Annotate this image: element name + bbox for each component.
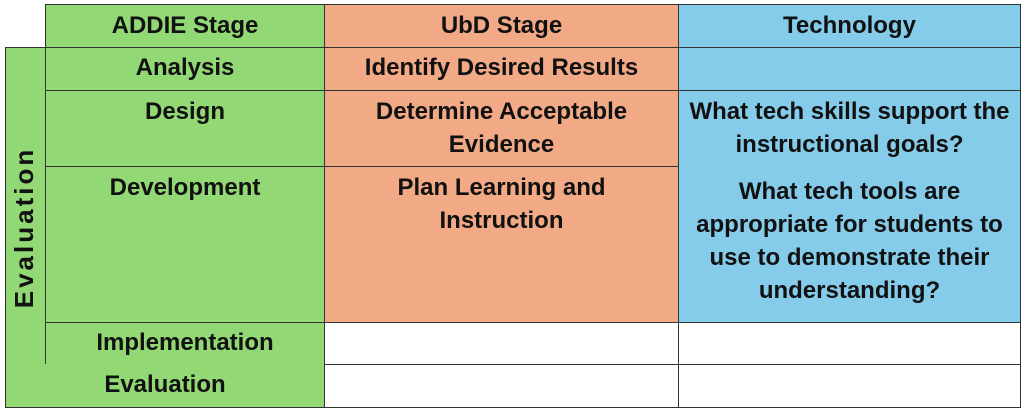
cell-text: Determine Acceptable Evidence bbox=[375, 98, 628, 158]
tech-implementation bbox=[678, 322, 1021, 365]
ubd-identify: Identify Desired Results bbox=[324, 47, 679, 91]
header-addie: ADDIE Stage bbox=[45, 4, 325, 48]
cell-text: Evaluation bbox=[104, 371, 226, 398]
addie-analysis: Analysis bbox=[45, 47, 325, 91]
ubd-plan: Plan Learning and Instruction bbox=[324, 166, 679, 323]
ubd-implementation bbox=[324, 322, 679, 365]
cell-text: Identify Desired Results bbox=[364, 54, 639, 81]
tech-analysis bbox=[678, 47, 1021, 91]
tech-question: What tech tools are appropriate for stud… bbox=[696, 178, 1003, 304]
cell-text: Analysis bbox=[135, 54, 235, 81]
side-label-text: Evaluation bbox=[9, 146, 40, 308]
cell-text: Plan Learning and Instruction bbox=[397, 174, 606, 234]
tech-question: What tech skills support the instruction… bbox=[689, 98, 1010, 158]
tech-questions: What tech skills support the instruction… bbox=[678, 90, 1021, 323]
tech-evaluation bbox=[678, 364, 1021, 408]
side-label: Evaluation bbox=[5, 47, 45, 407]
cell-text: Design bbox=[144, 98, 225, 125]
addie-evaluation: Evaluation bbox=[5, 364, 325, 408]
header-addie-label: ADDIE Stage bbox=[111, 12, 259, 39]
header-ubd: UbD Stage bbox=[324, 4, 679, 48]
ubd-evidence: Determine Acceptable Evidence bbox=[324, 90, 679, 167]
ubd-evaluation bbox=[324, 364, 679, 408]
header-ubd-label: UbD Stage bbox=[440, 12, 563, 39]
addie-development: Development bbox=[45, 166, 325, 323]
cell-text: Development bbox=[109, 174, 261, 201]
addie-design: Design bbox=[45, 90, 325, 167]
addie-implementation: Implementation bbox=[45, 322, 325, 365]
header-tech: Technology bbox=[678, 4, 1021, 48]
cell-text: Implementation bbox=[96, 329, 274, 356]
header-tech-label: Technology bbox=[783, 12, 916, 39]
